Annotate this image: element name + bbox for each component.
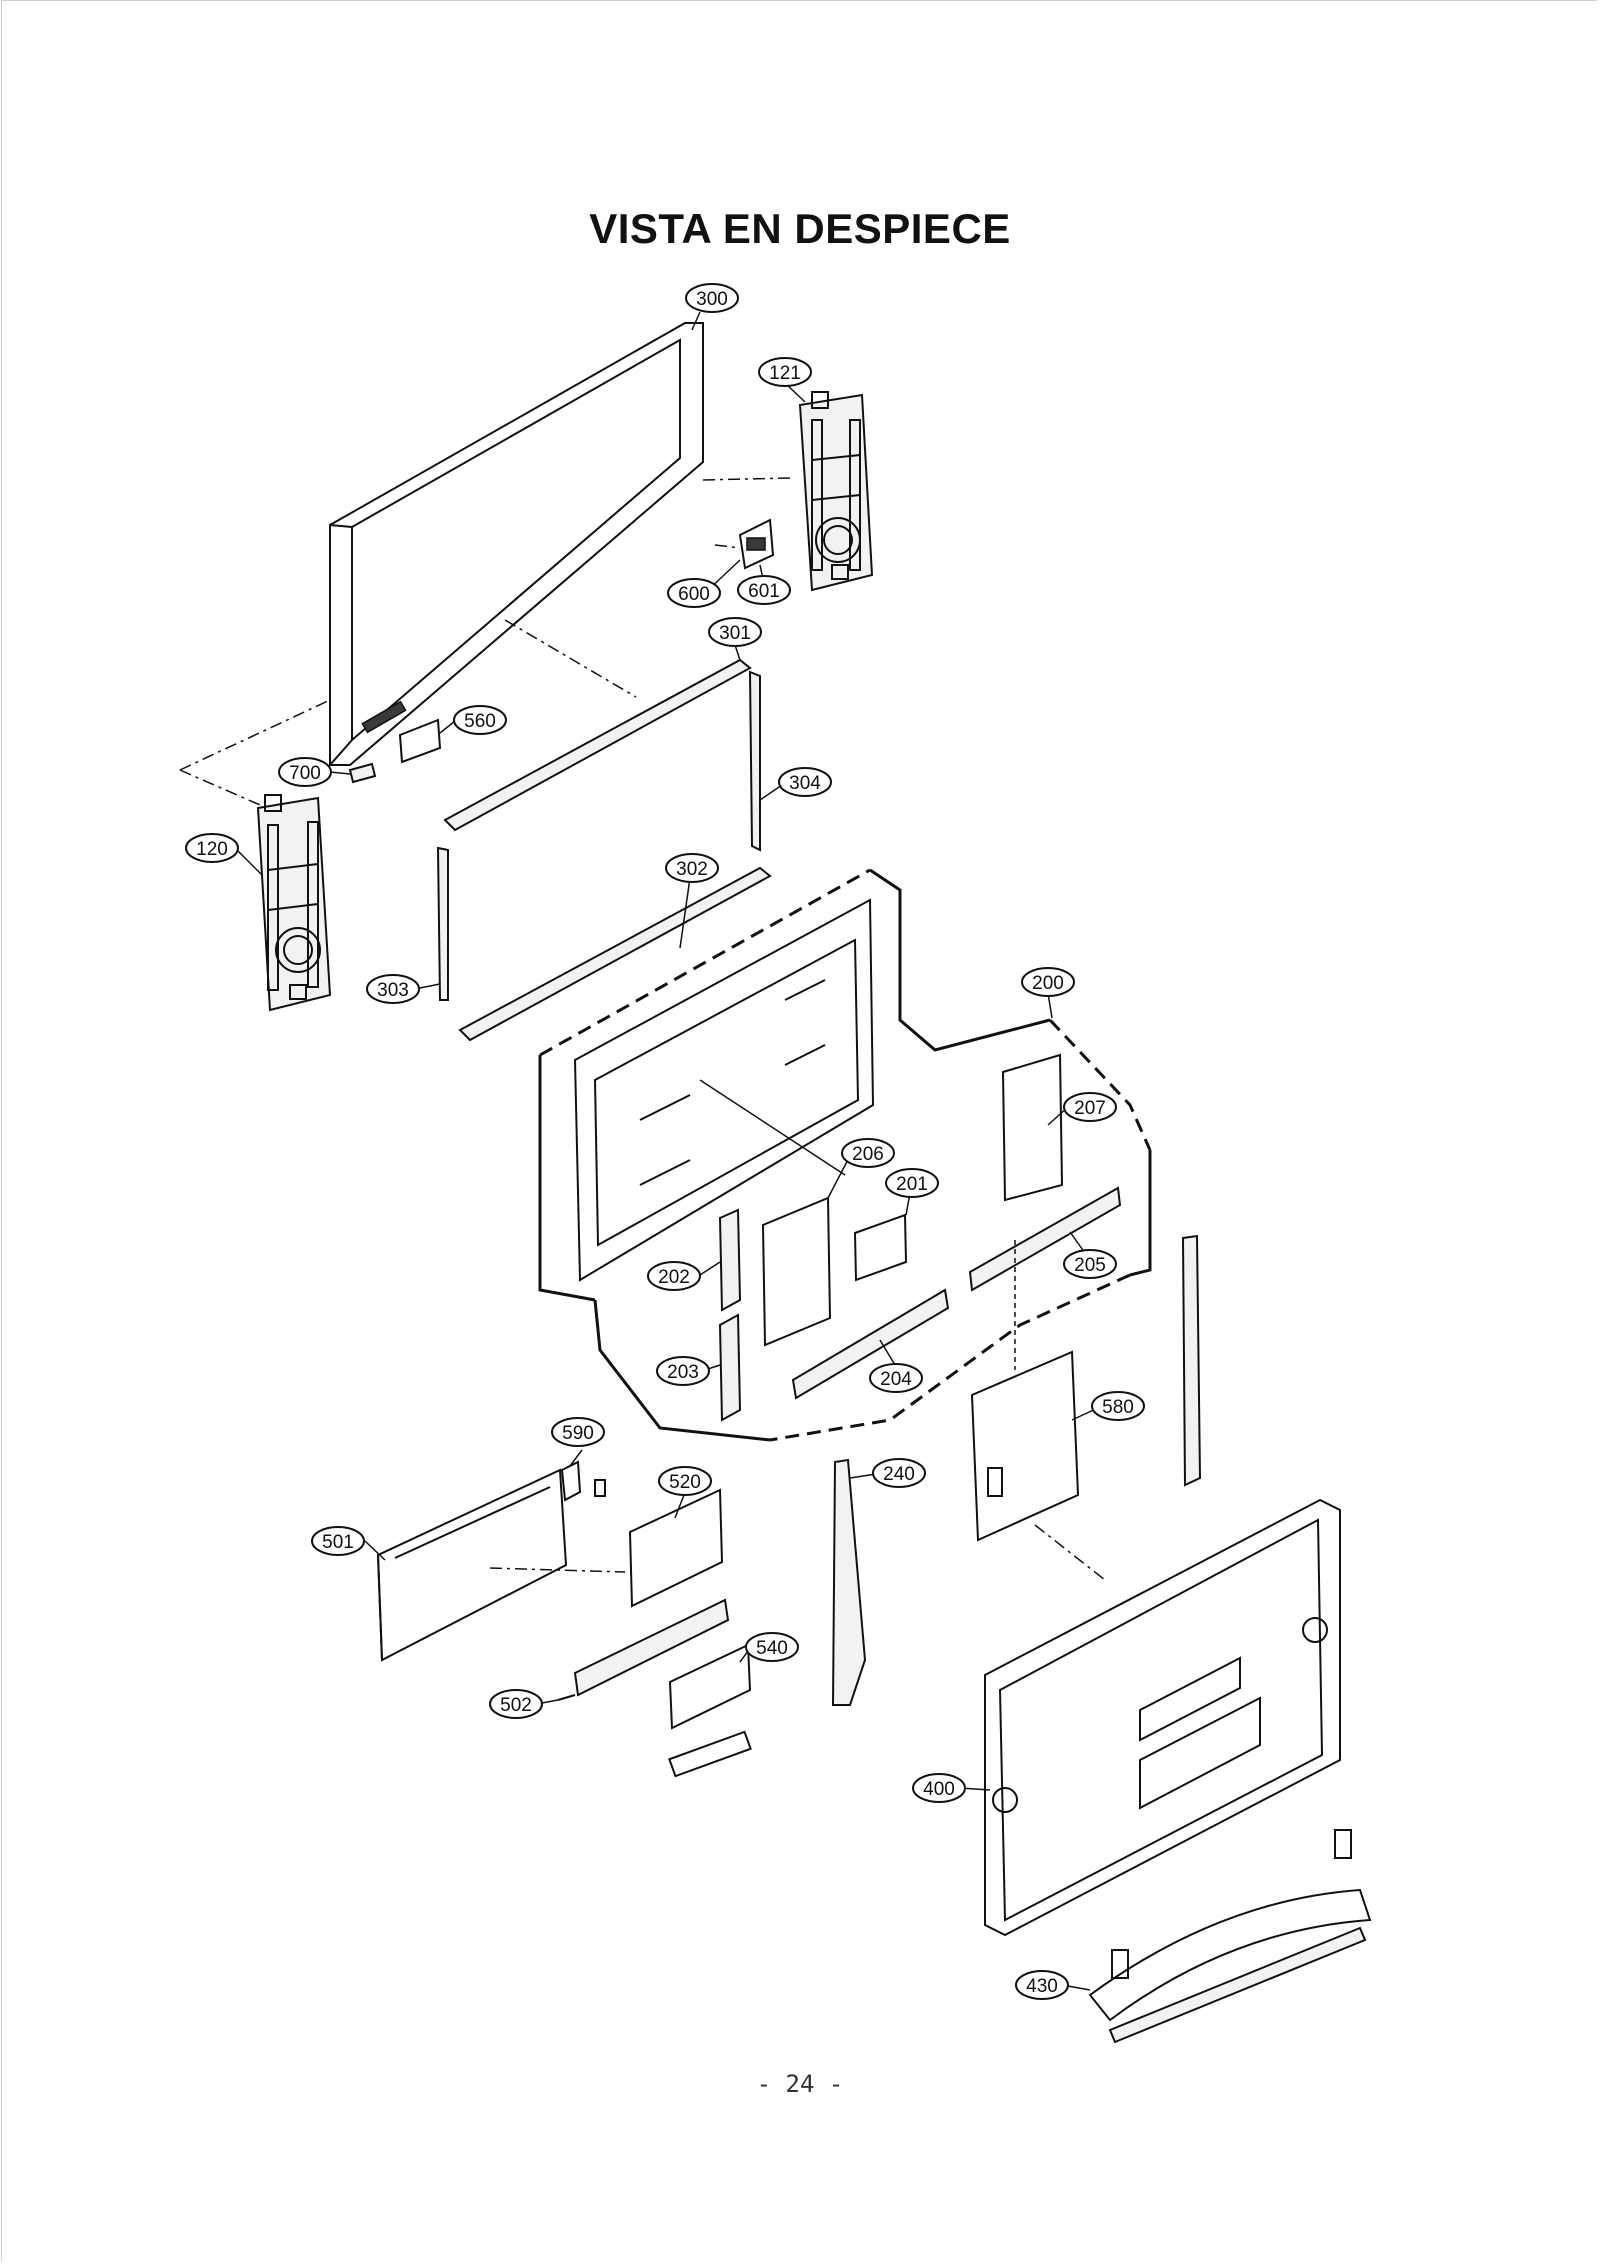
callout-400-text: 400 — [923, 1779, 955, 1800]
callout-560-text: 560 — [464, 711, 496, 732]
part-580-cover — [970, 1350, 1106, 1581]
callout-200-text: 200 — [1032, 973, 1064, 994]
callout-304: 304 — [778, 767, 832, 797]
part-301-top-bar — [443, 658, 752, 832]
callout-301: 301 — [708, 617, 762, 647]
part-204-bar — [791, 1288, 950, 1400]
callout-240-text: 240 — [883, 1464, 915, 1485]
part-600-601-brackets — [702, 477, 791, 570]
callout-580: 580 — [1091, 1391, 1145, 1421]
callout-502-text: 502 — [500, 1695, 532, 1716]
callout-207-text: 207 — [1074, 1098, 1106, 1119]
callout-205-text: 205 — [1074, 1255, 1106, 1276]
callout-204: 204 — [869, 1363, 923, 1393]
part-400-rear-cabinet — [984, 1498, 1341, 1937]
callout-240: 240 — [872, 1458, 926, 1488]
callout-400: 400 — [912, 1773, 966, 1803]
callout-590: 590 — [551, 1417, 605, 1447]
part-302-bottom-bar — [458, 866, 772, 1042]
part-303-left-bar — [436, 846, 449, 1001]
callout-207: 207 — [1063, 1092, 1117, 1122]
callout-120: 120 — [185, 833, 239, 863]
right-side-bracket — [1181, 1234, 1202, 1487]
part-540-board — [668, 1643, 752, 1778]
part-502-board — [557, 1598, 730, 1701]
part-203-bar — [718, 1313, 742, 1422]
callout-502: 502 — [489, 1689, 543, 1719]
group-200-outline — [538, 868, 1152, 1442]
callout-206-text: 206 — [852, 1144, 884, 1165]
callout-121: 121 — [758, 357, 812, 387]
callout-501: 501 — [311, 1526, 365, 1556]
part-121-right-speaker — [798, 391, 874, 592]
callout-600-text: 600 — [678, 584, 710, 605]
callout-302-text: 302 — [676, 859, 708, 880]
page-title: VISTA EN DESPIECE — [589, 205, 1011, 252]
callout-601: 601 — [737, 575, 791, 605]
callout-203: 203 — [656, 1356, 710, 1386]
callout-303: 303 — [366, 974, 420, 1004]
callout-540: 540 — [745, 1632, 799, 1662]
callout-430-text: 430 — [1026, 1976, 1058, 1997]
callout-590-text: 590 — [562, 1423, 594, 1444]
part-202-bar — [718, 1208, 742, 1312]
callout-301-text: 301 — [719, 623, 751, 644]
callout-302: 302 — [665, 853, 719, 883]
callout-204-text: 204 — [880, 1369, 912, 1390]
callout-203-text: 203 — [667, 1362, 699, 1383]
callout-304-text: 304 — [789, 773, 821, 794]
callout-303-text: 303 — [377, 980, 409, 1001]
callout-520: 520 — [658, 1466, 712, 1496]
callout-540-text: 540 — [756, 1638, 788, 1659]
part-206-board — [761, 1196, 832, 1347]
callout-200: 200 — [1021, 967, 1075, 997]
callout-560: 560 — [453, 705, 507, 735]
part-590-bracket — [560, 1460, 606, 1502]
part-430-stand — [1088, 1829, 1372, 2044]
page-number: - 24 - — [756, 2070, 844, 2098]
part-205-bar — [968, 1186, 1122, 1292]
part-304-right-bar — [748, 670, 761, 852]
callout-120-text: 120 — [196, 839, 228, 860]
callout-202: 202 — [647, 1261, 701, 1291]
callout-601-text: 601 — [748, 581, 780, 602]
part-207-board — [1001, 1053, 1064, 1202]
callout-520-text: 520 — [669, 1472, 701, 1493]
callout-202-text: 202 — [658, 1267, 690, 1288]
callout-300: 300 — [685, 283, 739, 313]
callout-206: 206 — [841, 1138, 895, 1168]
part-201-board — [853, 1213, 908, 1282]
leader-lines — [234, 311, 1101, 1991]
callout-600: 600 — [667, 578, 721, 608]
callout-205: 205 — [1063, 1249, 1117, 1279]
part-300-front-frame — [329, 322, 704, 766]
part-520-board — [489, 1488, 724, 1608]
callout-501-text: 501 — [322, 1532, 354, 1553]
part-700-part — [179, 699, 377, 806]
callout-580-text: 580 — [1102, 1397, 1134, 1418]
callout-430: 430 — [1015, 1970, 1069, 2000]
panel-module — [573, 898, 875, 1282]
callout-201-text: 201 — [896, 1174, 928, 1195]
callout-121-text: 121 — [769, 363, 801, 384]
callout-201: 201 — [885, 1168, 939, 1198]
part-501-frame — [376, 1468, 568, 1662]
callout-700-text: 700 — [289, 763, 321, 784]
part-560-board — [398, 718, 442, 764]
callout-300-text: 300 — [696, 289, 728, 310]
part-120-left-speaker — [256, 794, 332, 1012]
part-240-bracket — [831, 1458, 867, 1706]
callout-700: 700 — [278, 757, 332, 787]
